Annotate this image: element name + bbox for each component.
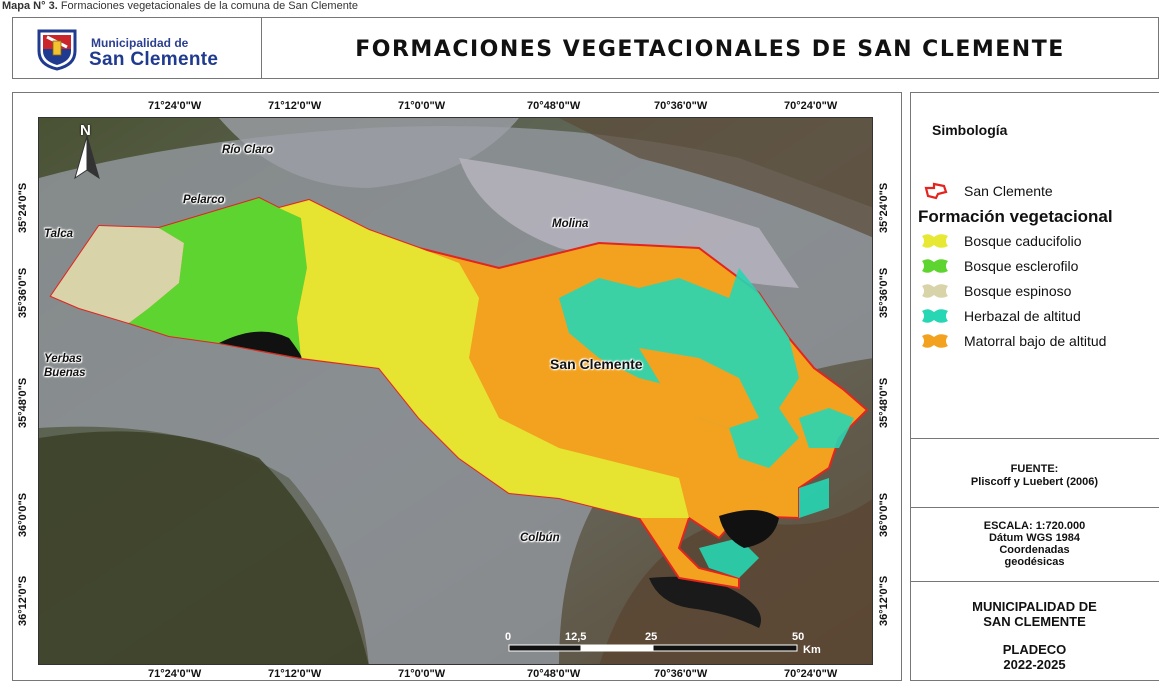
municipal-shield-logo — [37, 29, 77, 71]
panel-divider — [910, 438, 1159, 439]
place-san-clemente: San Clemente — [550, 356, 643, 372]
scale-label-50: 50 — [792, 631, 805, 643]
lat-tick-left-1: 35°24'0"S — [17, 182, 29, 233]
header-logo-panel: Municipalidad de San Clemente — [12, 17, 262, 79]
plan-name: PLADECO — [1002, 642, 1067, 657]
lat-tick-right-2: 35°36'0"S — [878, 267, 890, 318]
legend-item-bosque-caducifolio: Bosque caducifolio — [920, 232, 1082, 250]
swatch-matorral-icon — [922, 334, 948, 348]
swatch-espinoso-icon — [922, 284, 948, 298]
legend-label: Bosque caducifolio — [964, 233, 1082, 249]
place-molina: Molina — [552, 218, 589, 230]
lat-tick-right-5: 36°12'0"S — [878, 575, 890, 626]
legend-boundary-label: San Clemente — [964, 183, 1053, 199]
legend-label: Herbazal de altitud — [964, 308, 1081, 324]
source-text: Pliscoff y Luebert (2006) — [970, 476, 1099, 488]
scale-label-0: 0 — [505, 631, 512, 643]
legend-label: Bosque esclerofilo — [964, 258, 1079, 274]
lat-tick-right-3: 35°48'0"S — [878, 377, 890, 428]
lon-tick-bottom-6: 70°24'0"W — [784, 668, 838, 680]
scale-bar — [508, 644, 798, 652]
lon-tick-bottom-4: 70°48'0"W — [527, 668, 581, 680]
map-canvas[interactable] — [38, 117, 873, 665]
swatch-esclerofilo-icon — [922, 259, 948, 273]
legend-item-matorral-bajo-de-altitud: Matorral bajo de altitud — [920, 332, 1106, 350]
lon-tick-top-5: 70°36'0"W — [654, 100, 708, 112]
lon-tick-top-6: 70°24'0"W — [784, 100, 838, 112]
place-colbun: Colbún — [520, 532, 560, 544]
lat-tick-right-4: 36°0'0"S — [878, 492, 890, 537]
lon-tick-bottom-5: 70°36'0"W — [654, 668, 708, 680]
scale-text: ESCALA: 1:720.000 — [983, 520, 1086, 532]
info-panel — [910, 92, 1159, 681]
logo-line-1: Municipalidad de — [91, 36, 189, 50]
place-yerbas: Yerbas — [44, 353, 82, 365]
scale-label-12-5: 12,5 — [565, 631, 587, 643]
lon-tick-top-1: 71°24'0"W — [148, 100, 202, 112]
lon-tick-bottom-3: 71°0'0"W — [398, 668, 446, 680]
coords-text-1: Coordenadas — [999, 544, 1070, 556]
legend-label: Matorral bajo de altitud — [964, 333, 1107, 349]
lon-tick-bottom-1: 71°24'0"W — [148, 668, 202, 680]
logo-line-2: San Clemente — [89, 49, 219, 70]
source-title: FUENTE: — [1010, 463, 1059, 475]
lon-tick-top-4: 70°48'0"W — [527, 100, 581, 112]
datum-text: Dátum WGS 1984 — [988, 532, 1081, 544]
swatch-herbazal-icon — [922, 309, 948, 323]
header-title-panel: FORMACIONES VEGETACIONALES DE SAN CLEMEN… — [262, 17, 1159, 79]
swatch-caducifolio-icon — [922, 234, 948, 248]
org-name-1: MUNICIPALIDAD DE — [972, 599, 1097, 614]
place-buenas: Buenas — [44, 367, 86, 379]
place-pelarco: Pelarco — [183, 194, 225, 206]
lon-tick-top-2: 71°12'0"W — [268, 100, 322, 112]
scale-unit: Km — [803, 644, 821, 656]
legend-boundary-row: San Clemente — [920, 182, 1053, 200]
lat-tick-left-5: 36°12'0"S — [17, 575, 29, 626]
panel-divider — [910, 507, 1159, 508]
lon-tick-bottom-2: 71°12'0"W — [268, 668, 322, 680]
scale-label-25: 25 — [645, 631, 658, 643]
place-talca: Talca — [44, 228, 73, 240]
lat-tick-left-3: 35°48'0"S — [17, 377, 29, 428]
lat-tick-left-2: 35°36'0"S — [17, 267, 29, 318]
boundary-swatch-icon — [924, 182, 948, 200]
lat-tick-left-4: 36°0'0"S — [17, 492, 29, 537]
org-name-2: SAN CLEMENTE — [983, 614, 1086, 629]
legend-title: Simbología — [932, 122, 1008, 138]
legend-item-bosque-espinoso: Bosque espinoso — [920, 282, 1071, 300]
coords-text-2: geodésicas — [1004, 556, 1065, 568]
map-title: FORMACIONES VEGETACIONALES DE SAN CLEMEN… — [355, 37, 1065, 62]
lon-tick-top-3: 71°0'0"W — [398, 100, 446, 112]
place-rio-claro: Río Claro — [222, 144, 274, 156]
north-arrow-icon — [74, 135, 100, 180]
legend-subtitle: Formación vegetacional — [918, 207, 1113, 226]
panel-divider — [910, 581, 1159, 582]
plan-period: 2022-2025 — [1003, 657, 1066, 672]
map-caption: Mapa N° 3. Formaciones vegetacionales de… — [2, 0, 358, 12]
legend-item-herbazal-de-altitud: Herbazal de altitud — [920, 307, 1081, 325]
north-label: N — [80, 122, 91, 139]
legend-label: Bosque espinoso — [964, 283, 1072, 299]
legend-item-bosque-esclerofilo: Bosque esclerofilo — [920, 257, 1078, 275]
lat-tick-right-1: 35°24'0"S — [878, 182, 890, 233]
